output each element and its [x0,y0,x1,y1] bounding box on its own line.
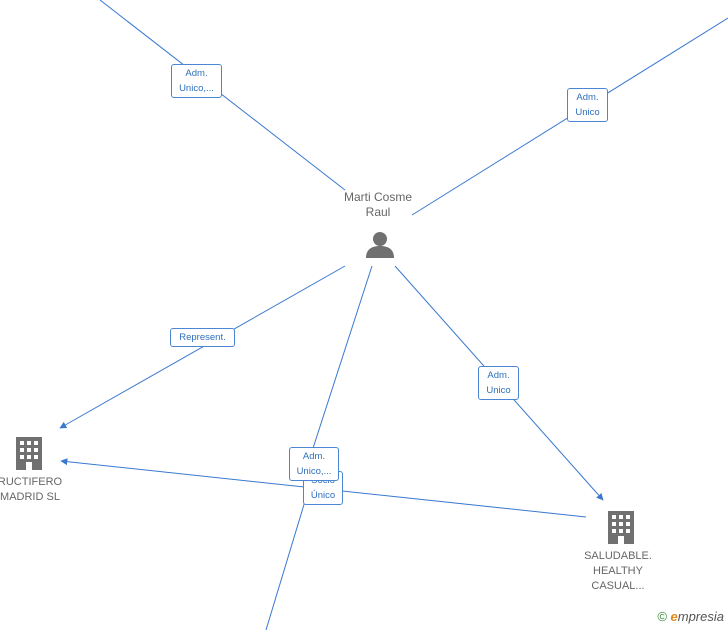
edge-label-line: Represent. [179,332,226,343]
person-name-line2: Raul [365,205,391,219]
company-name-line1: SALUDABLE. [584,550,652,562]
edge-label-top-right[interactable]: Adm. Unico [567,88,608,122]
brand-name: mpresia [677,609,724,624]
edge-represent [59,265,346,429]
company-name-line1: RUCTIFERO [0,476,63,488]
edge-label-top-left[interactable]: Adm. Unico,... [171,64,222,98]
edge-label-line: Unico [486,385,511,396]
company-label-fructifero[interactable]: RUCTIFERO MADRID SL [0,475,64,505]
edge-label-represent[interactable]: Represent. [170,328,235,347]
copyright-symbol: © [657,609,667,624]
person-icon[interactable] [366,232,394,258]
company-name-line2: HEALTHY [593,565,643,577]
edge-label-line: Único [310,490,336,501]
edge-label-line: Unico,... [179,83,214,94]
person-name-line1: Marti Cosme [343,190,412,204]
edge-label-bottom-front[interactable]: Adm. Unico,... [289,447,339,481]
edge-down-left [303,265,373,477]
building-icon[interactable] [16,437,42,470]
edge-bottom-left [265,487,310,630]
edge-label-line: Adm. [487,370,510,381]
company-name-line2: MADRID SL [0,491,60,503]
edge-label-line: Unico [575,107,600,118]
edge-label-line: Adm. [576,92,599,103]
brand-e: e [670,609,678,624]
company-label-saludable[interactable]: SALUDABLE. HEALTHY CASUAL... [578,549,658,594]
edge-label-to-saludable[interactable]: Adm. Unico [478,366,519,400]
person-name[interactable]: Marti Cosme Raul [338,190,418,220]
edge-label-line: Adm. [302,451,326,462]
edge-label-line: Adm. [185,68,208,79]
edge-top-left [99,0,346,191]
company-name-line3: CASUAL... [591,580,645,592]
building-icon[interactable] [608,511,634,544]
empresia-logo: © empresia [657,609,724,624]
edge-label-line: Unico,... [296,466,332,477]
